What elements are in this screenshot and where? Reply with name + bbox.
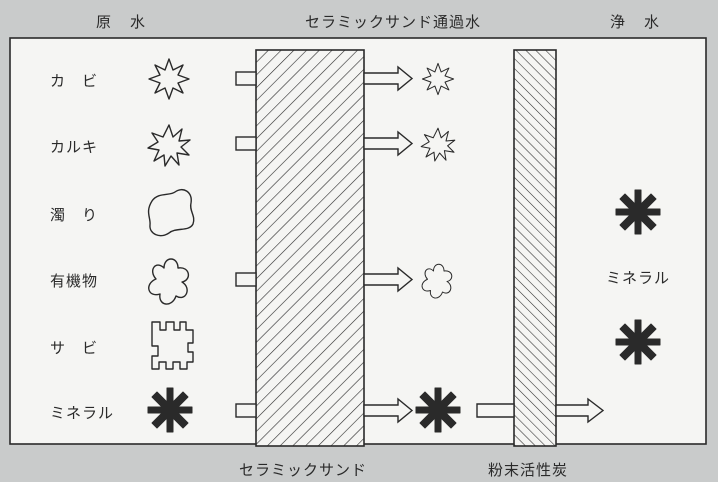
mineral-icon — [147, 387, 193, 433]
chlorine-icon-passed — [420, 127, 456, 162]
inlet-stub-organic — [235, 272, 257, 287]
header-raw-water: 原 水 — [96, 13, 148, 31]
label-rust: サ ビ — [50, 339, 99, 357]
turbidity-icon — [147, 188, 195, 237]
mineral-icon-clean-top — [615, 189, 661, 235]
arrow-out-of-carbon — [555, 397, 605, 424]
mineral-icon-clean-bottom — [615, 319, 661, 365]
label-mold: カ ビ — [50, 72, 99, 90]
label-clean-mineral: ミネラル — [606, 269, 671, 287]
inlet-stub-chlorine — [235, 136, 257, 151]
organic-matter-icon — [148, 258, 189, 305]
arrow-mold — [363, 65, 414, 92]
mineral-icon-passed — [415, 387, 461, 433]
header-clean-water: 浄 水 — [610, 13, 662, 31]
arrow-to-carbon — [476, 403, 515, 418]
arrow-chlorine — [363, 130, 414, 157]
mold-icon-passed — [421, 62, 455, 96]
label-mineral: ミネラル — [50, 404, 115, 422]
label-turbidity: 濁 り — [50, 206, 99, 224]
arrow-mineral — [363, 397, 414, 424]
inlet-stub-mineral — [235, 403, 257, 418]
header-ceramic-water: セラミックサンド通過水 — [305, 13, 482, 31]
label-ceramic-sand: セラミックサンド — [239, 461, 368, 479]
arrow-organic — [363, 266, 414, 293]
activated-carbon-filter — [513, 49, 557, 447]
inlet-stub-mold — [235, 71, 257, 86]
chlorine-icon — [147, 124, 191, 167]
organic-matter-icon-passed — [421, 263, 453, 299]
mold-icon — [148, 58, 190, 100]
rust-icon — [151, 321, 194, 370]
label-organic-matter: 有機物 — [50, 272, 99, 290]
ceramic-sand-filter — [255, 49, 365, 447]
label-activated-carbon: 粉末活性炭 — [488, 461, 569, 479]
label-chlorine: カルキ — [50, 138, 99, 156]
